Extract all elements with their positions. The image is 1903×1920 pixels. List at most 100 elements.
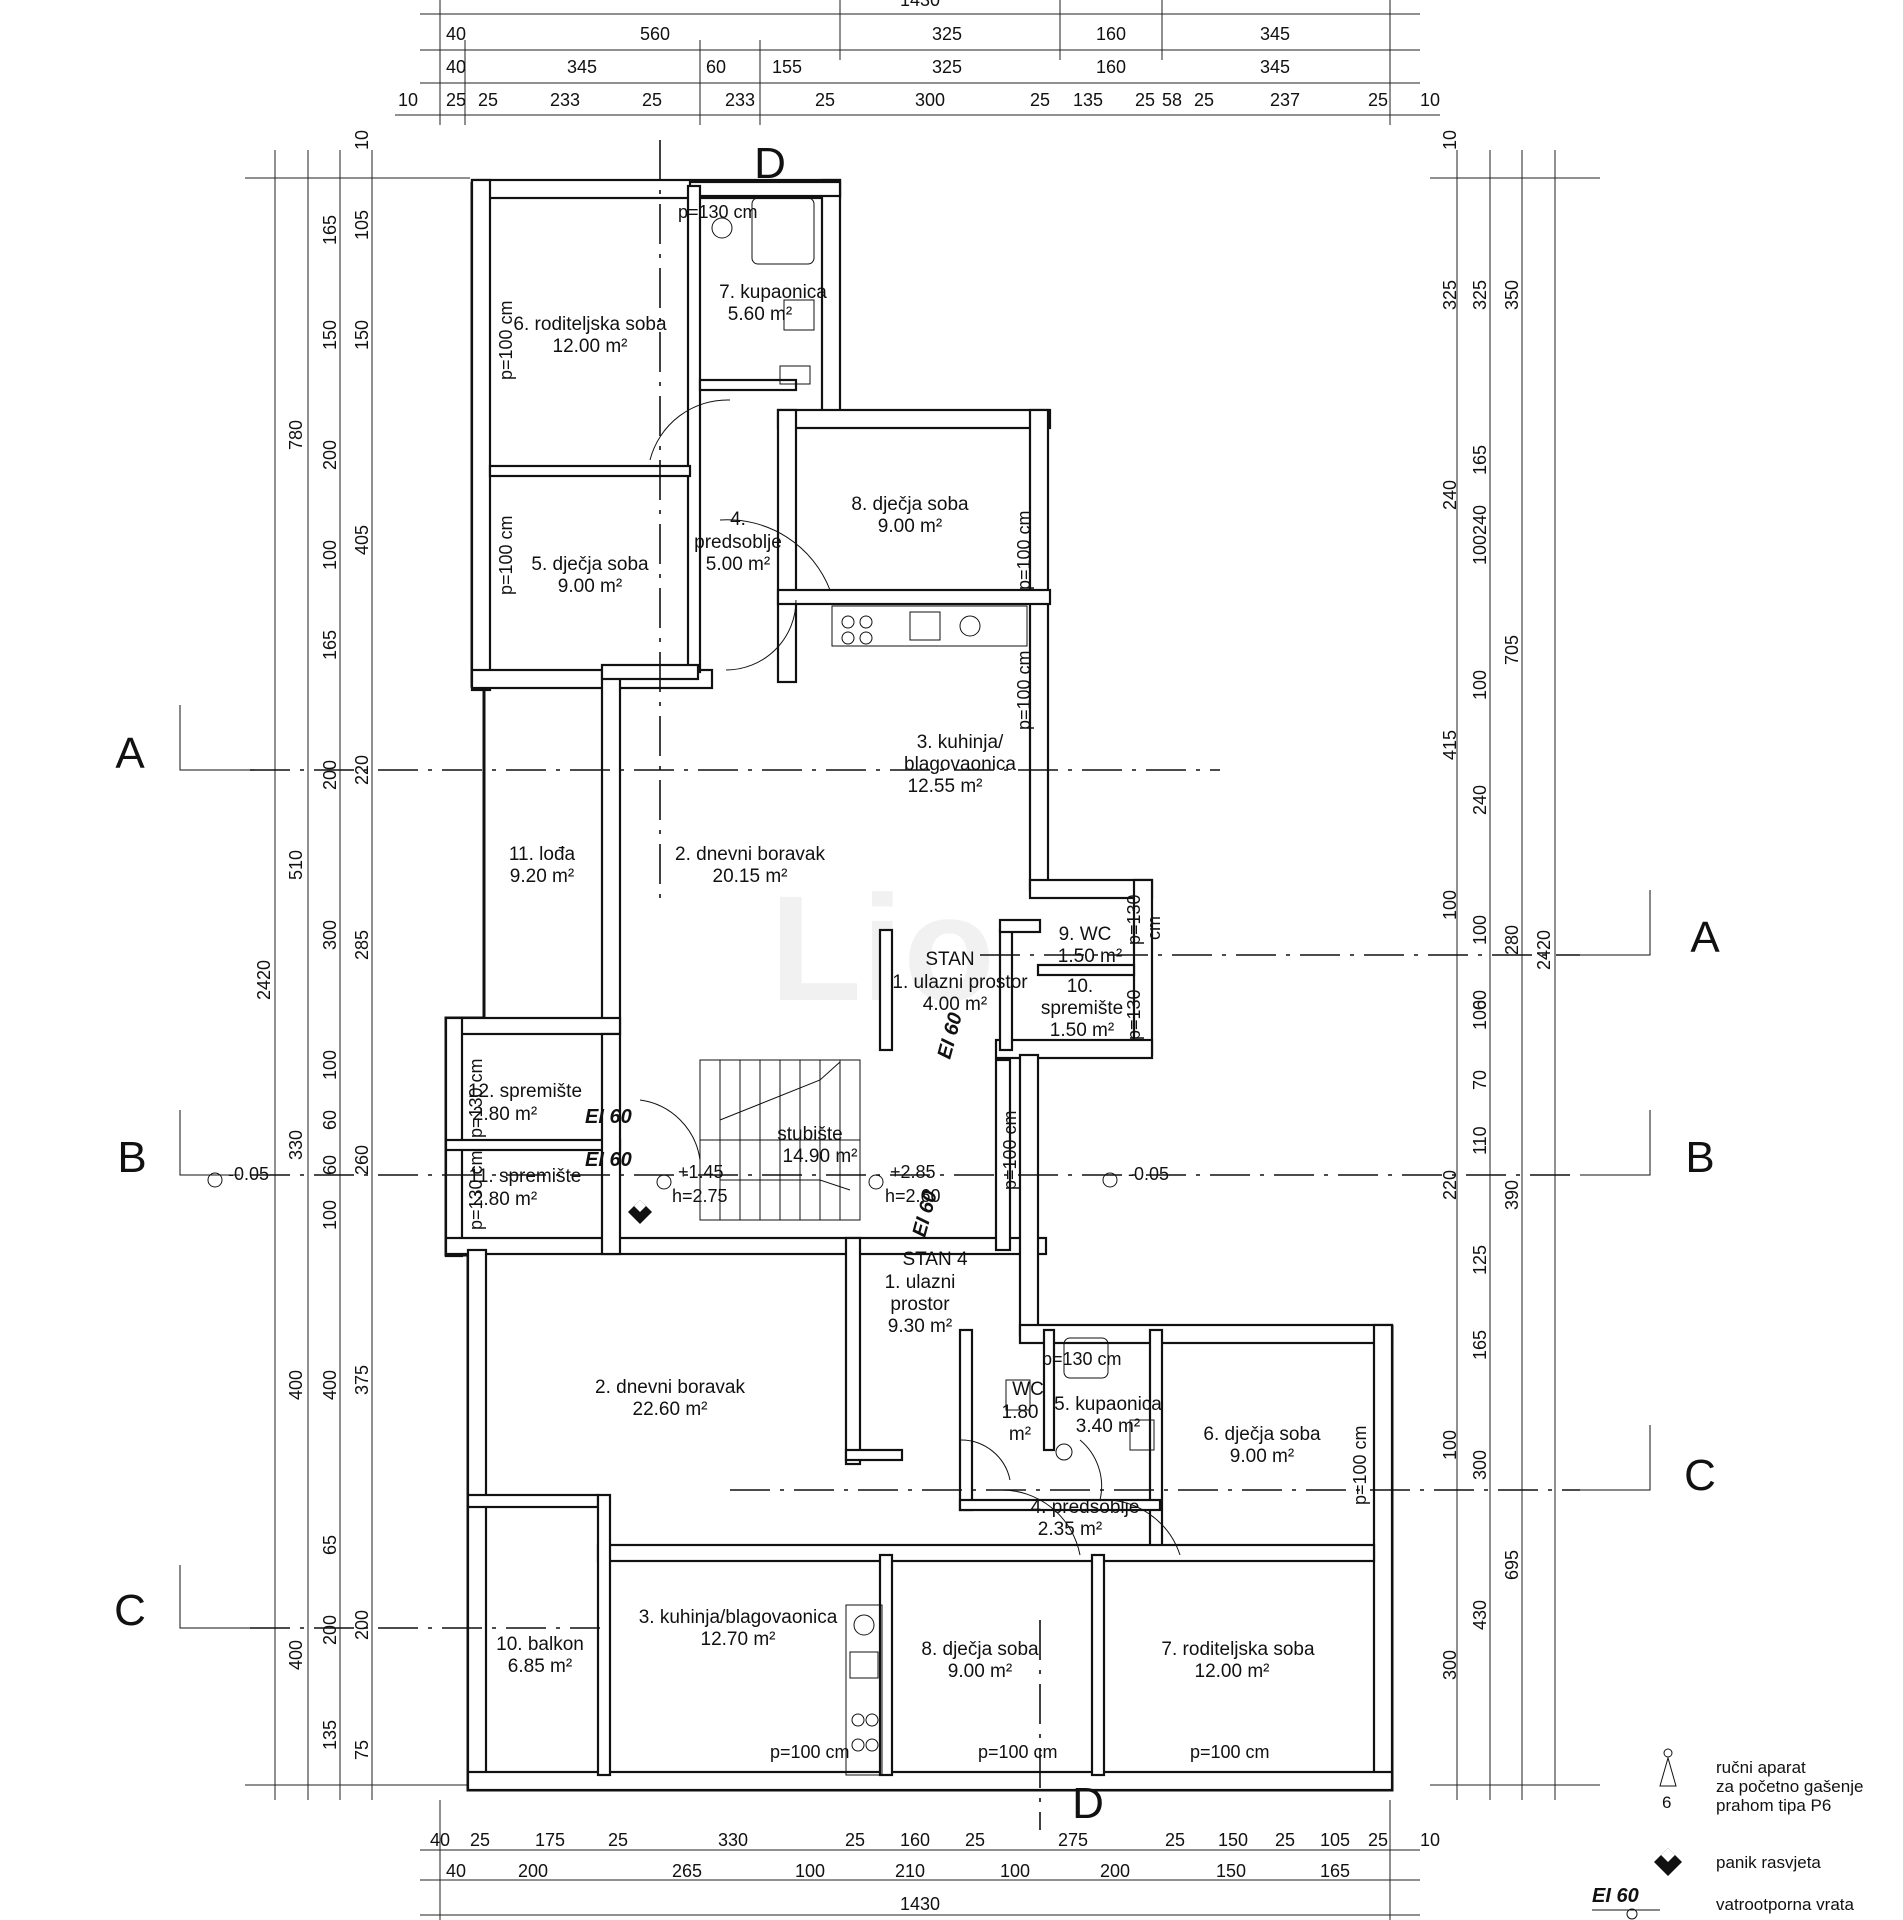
legend-extinguisher-l1: ručni aparat — [1716, 1758, 1806, 1777]
right-dimension-lines — [1430, 150, 1600, 1800]
dim-right-c3g: 100 — [1470, 915, 1490, 945]
dim-top-4d: 25 — [478, 90, 498, 110]
dim-right-c2b: 705 — [1502, 635, 1522, 665]
room-7-area: 5.60 m² — [728, 304, 792, 325]
room-3-name2: blagovaonica — [904, 754, 1016, 775]
dim-top-3c: 60 — [706, 57, 726, 77]
dim-left-c4v: 200 — [352, 1610, 372, 1640]
dim-bot-1g: 25 — [845, 1830, 865, 1850]
dim-bot-2h: 150 — [1216, 1861, 1246, 1881]
dim-top-4a: 10 — [398, 90, 418, 110]
legend-extinguisher-l3: prahom tipa P6 — [1716, 1796, 1831, 1815]
window-label-6: p=100 cm — [1000, 1110, 1020, 1190]
room-l5-name: 5. kupaonica — [1054, 1394, 1162, 1415]
room-11b-name: 11. spremište — [469, 1166, 582, 1187]
dim-left-c2e: 400 — [286, 1640, 306, 1670]
dim-left-c4g: 405 — [352, 525, 372, 555]
section-a-right: A — [1690, 913, 1720, 962]
dim-top-4k: 135 — [1073, 90, 1103, 110]
section-a-left: A — [115, 729, 145, 778]
legend-panic-light: panik rasvjeta — [1716, 1853, 1821, 1872]
room-l4-name: 4. predsoblje — [1031, 1497, 1140, 1518]
window-label-12: p=130 cm — [466, 1058, 486, 1138]
dim-bot-1f: 330 — [718, 1830, 748, 1850]
height-2: h=2.60 — [885, 1186, 941, 1206]
dim-right-c3d: 100 — [1470, 535, 1490, 565]
room-l7-name: 7. roditeljska soba — [1161, 1639, 1315, 1660]
dim-bot-2g: 200 — [1100, 1861, 1130, 1881]
dim-bot-2e: 210 — [895, 1861, 925, 1881]
panic-light-legend-icon — [1654, 1848, 1682, 1876]
room-1-stan: STAN — [925, 949, 974, 970]
stair-area: 14.90 m² — [783, 1146, 858, 1167]
dim-left-c4w: 75 — [352, 1740, 372, 1760]
staircase — [699, 1059, 861, 1221]
dim-left-c4e: 150 — [352, 320, 372, 350]
dim-left-c3k: 100 — [320, 1200, 340, 1230]
stair-name: stubište — [777, 1124, 842, 1145]
dim-right-c3j: 70 — [1470, 1070, 1490, 1090]
room-11-name: 11. lođa — [509, 844, 576, 865]
dim-top-3e: 325 — [932, 57, 962, 77]
room-l8-area: 9.00 m² — [948, 1661, 1012, 1682]
window-label-7: p=100 cm — [1350, 1425, 1370, 1505]
level-marker-left — [207, 1172, 223, 1188]
section-d-bottom: D — [1072, 1779, 1104, 1828]
panic-light-icon — [628, 1200, 652, 1224]
fire-door-label-2: EI 60 — [585, 1149, 632, 1171]
dim-left-c3n: 200 — [320, 1615, 340, 1645]
dim-bot-2c: 265 — [672, 1861, 702, 1881]
bottom-dimension-lines — [420, 1800, 1420, 1920]
legend: 6 ručni aparat za početno gašenje prahom… — [1592, 1748, 1863, 1920]
dim-top-4p: 25 — [1368, 90, 1388, 110]
room-l8-name: 8. dječja soba — [921, 1639, 1039, 1660]
dim-left-c3j: 60 — [320, 1155, 340, 1175]
room-5-area: 9.00 m² — [558, 576, 622, 597]
dim-bot-1e: 25 — [608, 1830, 628, 1850]
dim-left-c4a: 10 — [352, 130, 372, 150]
dim-left-c2d: 400 — [286, 1370, 306, 1400]
room-10-name: 10. — [1067, 976, 1093, 997]
dim-top-2c: 325 — [932, 24, 962, 44]
dim-top-4l: 25 — [1135, 90, 1155, 110]
legend-fire-door-symbol: EI 60 — [1592, 1885, 1639, 1907]
dim-bot-total: 1430 — [900, 1894, 940, 1914]
extinguisher-icon — [1659, 1748, 1677, 1787]
dim-left-c3o: 135 — [320, 1720, 340, 1750]
dim-bot-1k: 25 — [1165, 1830, 1185, 1850]
dim-right-c2c: 280 — [1502, 925, 1522, 955]
room-9-area: 1.50 m² — [1058, 946, 1122, 967]
dim-right-c3p: 300 — [1470, 1450, 1490, 1480]
dim-right-c4r: 100 — [1440, 1430, 1460, 1460]
dim-top-total: 1430 — [900, 0, 940, 10]
dim-top-3f: 160 — [1096, 57, 1126, 77]
dim-right-c3c: 240 — [1470, 505, 1490, 535]
dim-left-c3g: 300 — [320, 920, 340, 950]
dim-right-c3h: 60 — [1470, 990, 1490, 1010]
dim-top-2d: 160 — [1096, 24, 1126, 44]
dim-left-c3c: 200 — [320, 440, 340, 470]
interior-walls-upper — [488, 184, 1136, 1052]
level-left: -0.05 — [228, 1164, 269, 1184]
fire-door-icon — [1626, 1908, 1638, 1920]
room-l10-name: 10. balkon — [496, 1634, 584, 1655]
room-4-area: 5.00 m² — [706, 554, 770, 575]
dim-bot-2d: 100 — [795, 1861, 825, 1881]
dim-right-c3a: 325 — [1470, 280, 1490, 310]
interior-walls-middle — [444, 1032, 1012, 1466]
dim-top-2b: 560 — [640, 24, 670, 44]
dim-right-c2d: 390 — [1502, 1180, 1522, 1210]
room-l1-name: 1. ulazni — [885, 1272, 956, 1293]
window-label-13: p=130 cm — [466, 1150, 486, 1230]
dim-right-c4z: 100 — [1440, 890, 1460, 920]
room-6-area: 12.00 m² — [553, 336, 628, 357]
dim-top-3a: 40 — [446, 57, 466, 77]
room-l3-name: 3. kuhinja/blagovaonica — [639, 1607, 838, 1628]
dim-bot-1a: 40 — [430, 1830, 450, 1850]
dim-top-4e: 233 — [550, 90, 580, 110]
room-11-area: 9.20 m² — [510, 866, 574, 887]
dim-left-c2a: 780 — [286, 420, 306, 450]
room-lwc-name: WC — [1012, 1379, 1044, 1400]
dim-right-c3i: 100 — [1470, 1000, 1490, 1030]
dim-left-c3d: 100 — [320, 540, 340, 570]
